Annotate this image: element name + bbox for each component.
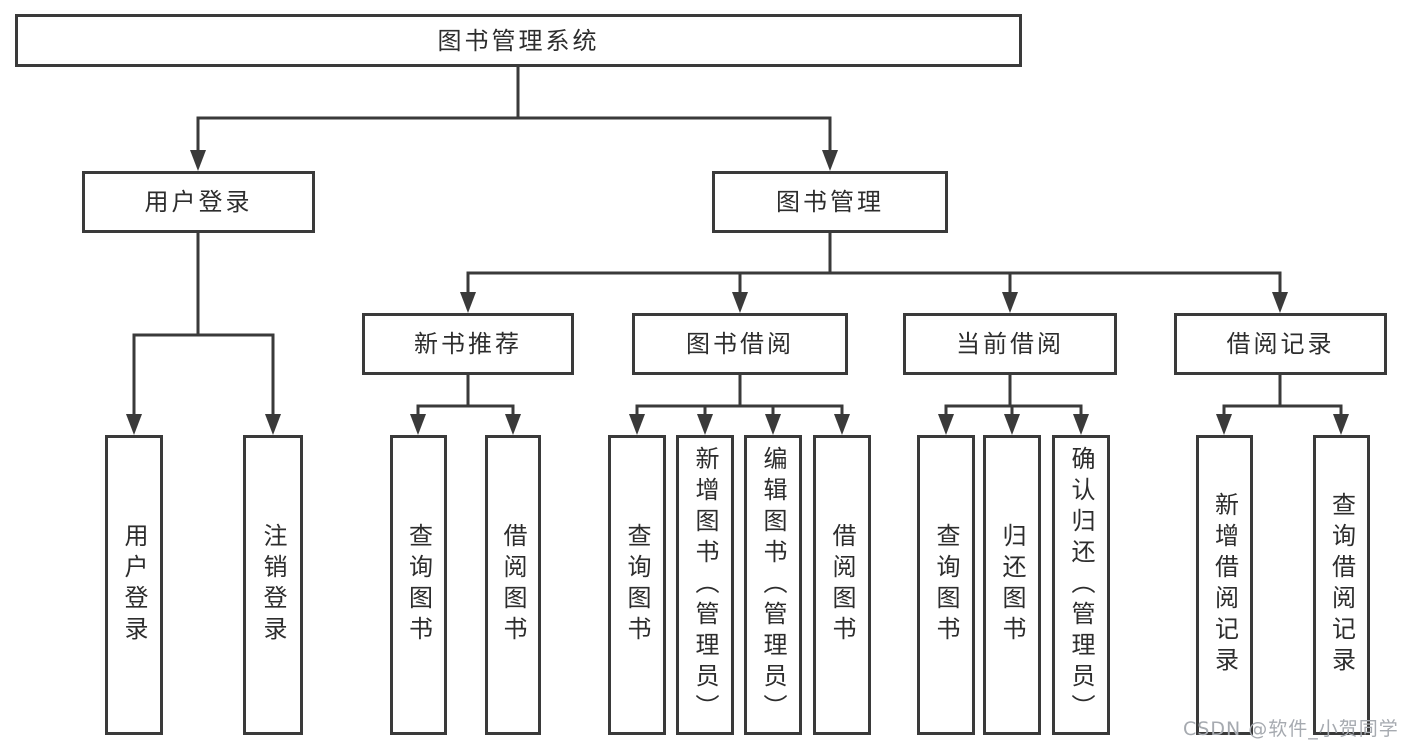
leaf-label: 确认归还（管理员） (1067, 445, 1095, 725)
leaf-label: 借阅图书 (828, 523, 856, 647)
leaf-label: 编辑图书（管理员） (759, 445, 787, 725)
node-label: 借阅记录 (1226, 330, 1335, 358)
leaf-current-return-books: 归还图书 (983, 435, 1041, 735)
node-label: 用户登录 (144, 188, 253, 216)
leaf-borrowing-add-books-admin: 新增图书（管理员） (676, 435, 734, 735)
leaf-logout: 注销登录 (243, 435, 303, 735)
leaf-label: 用户登录 (120, 523, 148, 647)
node-current-borrowing: 当前借阅 (903, 313, 1117, 375)
node-book-borrowing: 图书借阅 (632, 313, 848, 375)
leaf-borrowing-borrow-books: 借阅图书 (813, 435, 871, 735)
leaf-recommend-borrow-books: 借阅图书 (485, 435, 541, 735)
node-library-management-system: 图书管理系统 (15, 14, 1022, 67)
node-borrowing-records: 借阅记录 (1174, 313, 1387, 375)
node-label: 新书推荐 (414, 330, 522, 358)
leaf-current-query-books: 查询图书 (917, 435, 975, 735)
node-book-management: 图书管理 (712, 171, 948, 233)
leaf-label: 查询图书 (932, 523, 960, 647)
node-new-book-recommendation: 新书推荐 (362, 313, 574, 375)
node-user-login: 用户登录 (82, 171, 315, 233)
leaf-records-query-record: 查询借阅记录 (1313, 435, 1370, 735)
leaf-label: 新增图书（管理员） (691, 445, 719, 725)
leaf-recommend-query-books: 查询图书 (390, 435, 447, 735)
leaf-label: 新增借阅记录 (1210, 492, 1239, 678)
leaf-label: 注销登录 (259, 523, 287, 647)
leaf-records-add-record: 新增借阅记录 (1196, 435, 1253, 735)
leaf-user-login: 用户登录 (105, 435, 163, 735)
leaf-current-confirm-return-admin: 确认归还（管理员） (1052, 435, 1110, 735)
leaf-label: 查询图书 (404, 523, 433, 647)
node-label: 图书管理系统 (437, 26, 600, 55)
node-label: 图书借阅 (686, 330, 794, 358)
node-label: 当前借阅 (956, 330, 1064, 358)
leaf-label: 查询图书 (623, 523, 651, 647)
watermark: CSDN @软件_小贺同学 (1183, 718, 1399, 740)
node-label: 图书管理 (776, 188, 884, 216)
leaf-borrowing-query-books: 查询图书 (608, 435, 666, 735)
leaf-borrowing-edit-books-admin: 编辑图书（管理员） (744, 435, 802, 735)
leaf-label: 归还图书 (998, 523, 1026, 647)
leaf-label: 查询借阅记录 (1327, 492, 1356, 678)
leaf-label: 借阅图书 (499, 523, 527, 647)
